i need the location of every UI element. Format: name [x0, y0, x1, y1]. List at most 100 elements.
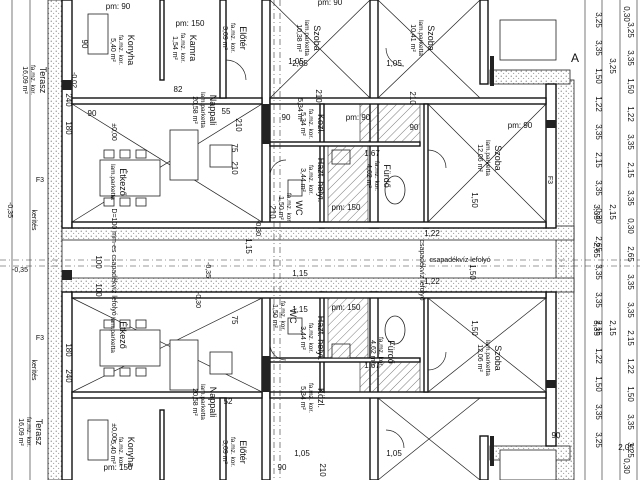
room-area: 3,44 m²: [299, 168, 306, 192]
dimension-label: 2,15: [608, 320, 617, 336]
right-dimension-label: 3,25: [594, 432, 603, 448]
room-area: 12,06 m²: [476, 344, 483, 372]
room-name: Étkező: [118, 168, 128, 196]
room-floor: fa.mz. kor.: [285, 193, 292, 223]
room-name: Fürdő: [386, 340, 396, 364]
room-name: Szoba: [312, 25, 322, 51]
diagonal-lines: [71, 0, 547, 480]
room-name: Előtér: [238, 26, 248, 50]
dimension-label: pm: 150: [104, 463, 133, 472]
room-area: 5,34 m²: [299, 112, 306, 136]
insulation-band: [489, 69, 571, 85]
room-floor: fa.mz. kor.: [229, 23, 236, 53]
right-dimension-label: 0,30: [594, 208, 603, 224]
dimension-label: 210: [408, 91, 417, 105]
room-floor: lam.parketta: [109, 317, 116, 353]
dimension-label: 90: [410, 123, 419, 132]
right-dimension-label: 0,30: [626, 218, 635, 234]
room-floor: lam.parketta: [484, 140, 491, 176]
room-area: 5,40 m²: [109, 38, 116, 62]
dimension-label: 210: [318, 463, 327, 477]
room-name: Közl.: [316, 114, 326, 134]
dimension-label: 90: [88, 109, 97, 118]
room-area: 3,44 m²: [299, 326, 306, 350]
right-dimension-label: 3,25: [626, 442, 635, 458]
dimension-label: 1,50: [468, 264, 477, 280]
insulation-band: [47, 0, 63, 480]
dimension-label: 240: [64, 369, 73, 383]
room-floor: fa.mz. kor.: [307, 165, 314, 195]
room-floor: fa.mz. kor.: [373, 161, 380, 191]
right-dimension-label: 1,50: [594, 68, 603, 84]
dimension-label: 90: [278, 463, 287, 472]
right-dimension-label: 2,15: [594, 152, 603, 168]
right-dimension-label: 2,65: [594, 236, 603, 252]
room-area: 5,40 m²: [109, 440, 116, 464]
room-area: 3,09 m²: [221, 440, 228, 464]
dimension-label: 0,30: [622, 458, 631, 474]
dimension-label: 1,50: [470, 320, 479, 336]
dimension-label: 1,67: [364, 149, 380, 158]
room-name: Szoba: [493, 145, 503, 171]
annotation: ±0,00: [110, 423, 117, 441]
annotation: -0,35: [6, 202, 13, 218]
right-dimension-label: 3,35: [626, 274, 635, 290]
dimension-label: 1,05: [386, 449, 402, 458]
right-dimension-label: 1,22: [626, 358, 635, 374]
dimension-label: 3,35: [592, 204, 601, 220]
annotation: -0,02: [70, 72, 77, 88]
dimension-label: 210: [230, 161, 239, 175]
room-label: Házt. helyi.fa.mz. kor.3,44 m²: [299, 316, 326, 361]
annotation: kerítés: [30, 359, 37, 381]
dimension-label: 55: [222, 107, 231, 116]
dimension-label: 100: [94, 283, 103, 297]
dimension-label: 210: [314, 89, 323, 103]
room-area: 1,50 m²: [271, 304, 278, 328]
room-floor: fa.mz. kor.: [377, 337, 384, 367]
annotation: csapadékvíz lefolyó: [418, 239, 425, 300]
dimension-label: 3,35: [592, 320, 601, 336]
dimension-label: 240: [64, 93, 73, 107]
wall-fill: [62, 56, 556, 466]
room-label: Közl.fa.mz. kor.5,34 m²: [299, 383, 326, 413]
dimension-label: 2,05: [292, 59, 308, 68]
dimension-label: 90: [80, 40, 89, 49]
room-floor: fa.mz. kor.: [229, 437, 236, 467]
room-area: 16,09 m²: [17, 418, 24, 446]
right-dimension-label: 3,35: [626, 190, 635, 206]
annotation: F3: [36, 335, 44, 342]
dimension-label: pm: 150: [176, 19, 205, 28]
dimension-label: 0,30: [622, 6, 631, 22]
annotation: -0,30: [254, 220, 261, 236]
dimension-label: pm: 90: [346, 113, 371, 122]
room-floor: fa.mz. kor.: [25, 417, 32, 447]
dimension-label: 1,22: [424, 229, 440, 238]
room-name: WC: [288, 309, 298, 324]
room-name: Konyha: [126, 35, 136, 66]
room-area: 3,09 m²: [221, 26, 228, 50]
annotation: F3: [546, 176, 553, 184]
room-floor: fa.mz. kor.: [307, 323, 314, 353]
room-floor: fa.mz. kor.: [117, 437, 124, 467]
dimension-label: pm: 90: [508, 121, 533, 130]
dimension-label: pm: 90: [106, 2, 131, 11]
right-dimension-label: 3,25: [594, 12, 603, 28]
annotation: ±0,00: [110, 123, 117, 141]
dimension-label: 82: [174, 85, 183, 94]
annotation: D=100 mm-es csapadékvíz lefolyó: [110, 208, 117, 315]
right-dimension-label: 3,35: [594, 180, 603, 196]
room-name: WC: [294, 201, 304, 216]
dimension-label: pm: 150: [332, 303, 361, 312]
room-name: Házt. helyi.: [316, 316, 326, 361]
room-area: 10,38 m²: [295, 24, 302, 52]
